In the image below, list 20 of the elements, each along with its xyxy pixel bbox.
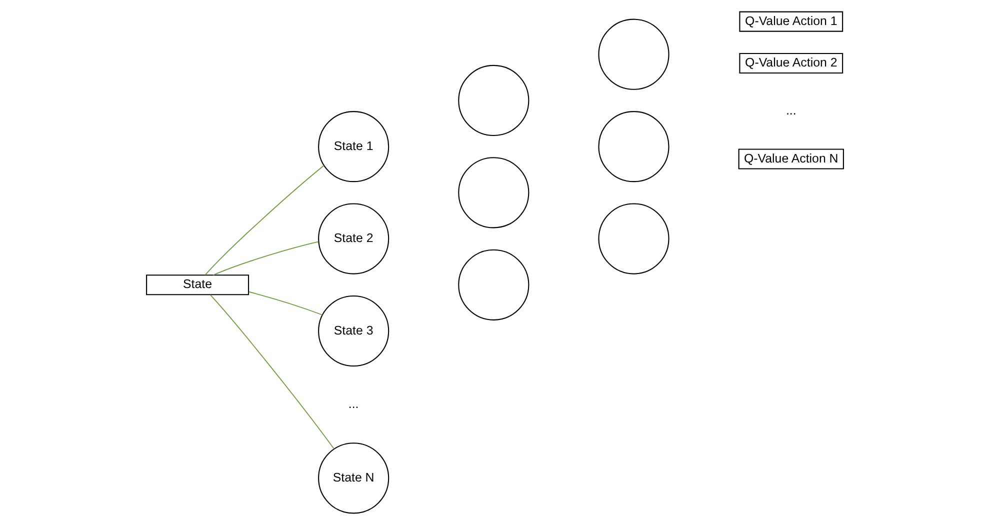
node-circle: [458, 64, 529, 136]
connector: [248, 291, 322, 316]
node-circle: [598, 18, 669, 90]
connector: [212, 241, 318, 276]
label: ...: [348, 396, 358, 411]
connector: [204, 165, 324, 276]
node-circle: State N: [318, 442, 389, 514]
node-circle: State 1: [318, 111, 389, 182]
node-box: Q-Value Action 2: [738, 52, 843, 74]
node-circle: [458, 157, 529, 228]
label: ...: [785, 103, 796, 118]
connector: [209, 294, 334, 450]
node-circle: [458, 249, 529, 320]
node-box: State: [146, 274, 249, 296]
node-box: Q-Value Action 1: [738, 11, 843, 32]
node-circle: State 2: [318, 203, 389, 274]
node-circle: [598, 111, 669, 182]
node-circle: [598, 203, 669, 274]
node-circle: State 3: [318, 295, 389, 367]
node-box: Q-Value Action N: [738, 148, 844, 170]
